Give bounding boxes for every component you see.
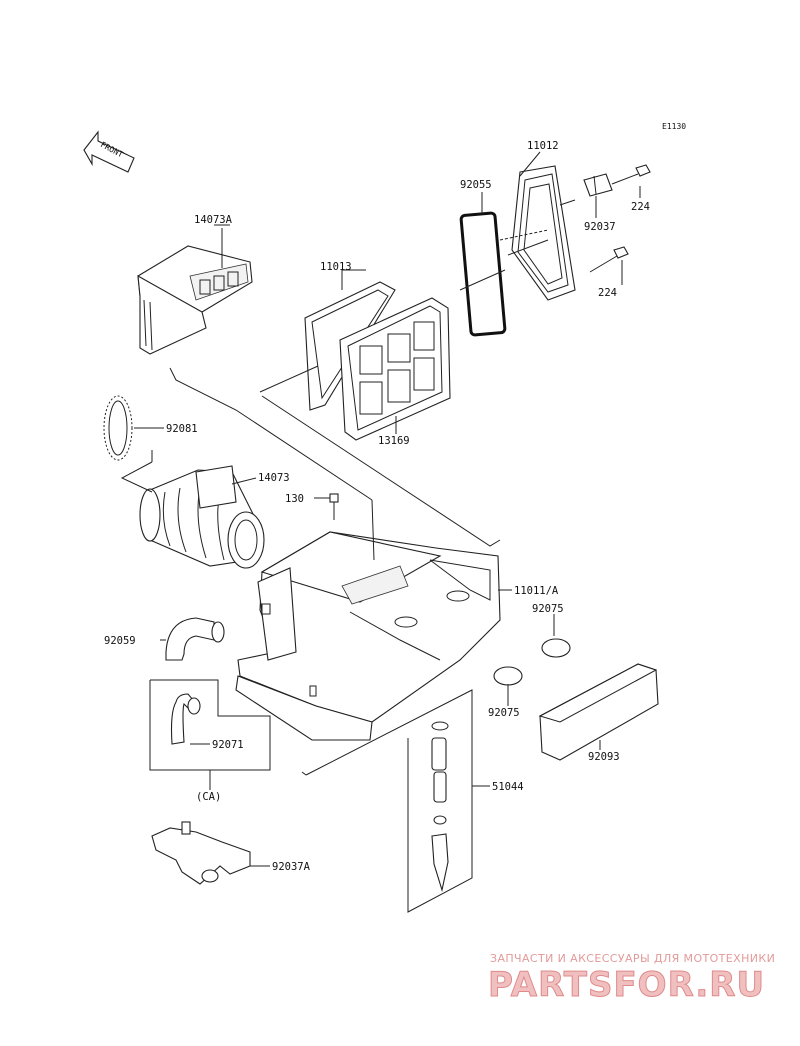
front-arrow-icon: FRONT bbox=[83, 130, 135, 173]
callout-92075-a: 92075 bbox=[532, 603, 564, 615]
filter-holder bbox=[339, 297, 451, 441]
air-cleaner-cover bbox=[511, 165, 576, 301]
grommet-92075-b bbox=[493, 666, 523, 686]
callout-11011A: 11011/A bbox=[514, 585, 559, 597]
bracket-92037 bbox=[583, 173, 613, 197]
callout-labels: 11012 92055 224 92037 224 14073A 11013 1… bbox=[104, 140, 650, 873]
callout-92055: 92055 bbox=[460, 179, 492, 191]
callout-92081: 92081 bbox=[166, 423, 198, 435]
air-cleaner-housing bbox=[235, 531, 501, 741]
watermark-tagline: ЗАПЧАСТИ И АКСЕССУАРЫ ДЛЯ МОТОТЕХНИКИ bbox=[490, 952, 775, 965]
callout-14073: 14073 bbox=[258, 472, 290, 484]
bolt-224-lower bbox=[589, 246, 629, 273]
callout-ca: (CA) bbox=[196, 791, 221, 803]
callout-11012: 11012 bbox=[527, 140, 559, 152]
bolt-224-upper bbox=[611, 164, 651, 185]
watermark: ЗАПЧАСТИ И АКСЕССУАРЫ ДЛЯ МОТОТЕХНИКИ PA… bbox=[488, 952, 775, 1006]
diagram-code: E1130 bbox=[662, 122, 686, 131]
callout-13169: 13169 bbox=[378, 435, 410, 447]
leader-lines bbox=[120, 151, 641, 867]
callout-92037A: 92037A bbox=[272, 861, 311, 873]
cover-gasket bbox=[459, 211, 507, 337]
watermark-logo: PARTSFOR.RU bbox=[488, 965, 765, 1005]
grommet-92075-a bbox=[541, 638, 571, 658]
air-duct-14073A bbox=[137, 245, 253, 355]
callout-92037: 92037 bbox=[584, 221, 616, 233]
air-duct-14073 bbox=[139, 465, 265, 569]
callout-130: 130 bbox=[285, 493, 304, 505]
callout-92093: 92093 bbox=[588, 751, 620, 763]
clip-92037A bbox=[151, 821, 251, 885]
callout-92059: 92059 bbox=[104, 635, 136, 647]
callout-14073A: 14073A bbox=[194, 214, 233, 226]
callout-51044: 51044 bbox=[492, 781, 524, 793]
callout-224-upper: 224 bbox=[631, 201, 650, 213]
bolt-130 bbox=[329, 493, 339, 520]
callout-92075-b: 92075 bbox=[488, 707, 520, 719]
hose-92059 bbox=[165, 617, 225, 661]
callout-11013: 11013 bbox=[320, 261, 352, 273]
ca-variant-box bbox=[149, 679, 271, 771]
callout-92071: 92071 bbox=[212, 739, 244, 751]
drain-assembly-51044 bbox=[305, 689, 473, 913]
hose-clamp-92081 bbox=[103, 395, 133, 461]
callout-224-lower: 224 bbox=[598, 287, 617, 299]
plate-92093 bbox=[538, 663, 659, 761]
